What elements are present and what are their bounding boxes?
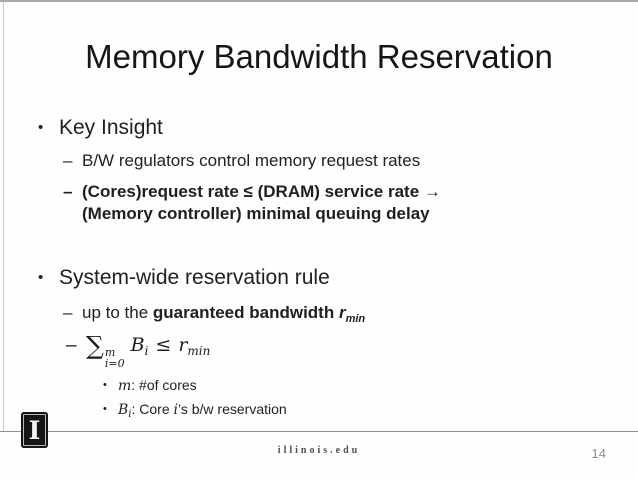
b-variable: B bbox=[118, 402, 129, 418]
bullet-icon: • bbox=[38, 269, 44, 286]
dash-icon: – bbox=[63, 151, 73, 170]
sigma-lower-limit: i=0 bbox=[104, 357, 125, 370]
regulators-text: B/W regulators control memory request ra… bbox=[82, 151, 421, 170]
bullet-regulators: – B/W regulators control memory request … bbox=[63, 150, 603, 172]
footer-divider-line bbox=[0, 431, 638, 432]
dash-icon: – bbox=[66, 335, 77, 356]
bullet-note-cores: • m: #of cores bbox=[103, 376, 603, 396]
sigma-symbol: ∑ bbox=[86, 331, 104, 360]
key-insight-heading: Key Insight bbox=[59, 116, 163, 139]
rmin-subscript: min bbox=[345, 313, 366, 325]
system-rule-heading: System-wide reservation rule bbox=[59, 266, 330, 289]
rate-rule-text: (Cores)request rate ≤ (DRAM) service rat… bbox=[82, 181, 441, 225]
rmin-variable: r bbox=[338, 303, 346, 322]
footer-site-text: illinois.edu bbox=[277, 445, 361, 456]
m-variable: m bbox=[118, 378, 132, 394]
bullet-icon: • bbox=[38, 119, 44, 136]
guaranteed-bandwidth-text: up to the guaranteed bandwidth rmin bbox=[82, 302, 366, 325]
note-reservation-text: Bi: Core i’s b/w reservation bbox=[118, 400, 287, 420]
bullet-note-reservation: • Bi: Core i’s b/w reservation bbox=[103, 400, 603, 420]
upto-prefix: up to the bbox=[82, 303, 153, 322]
term-variable: B bbox=[130, 334, 145, 356]
bullet-key-insight: • Key Insight bbox=[38, 115, 603, 141]
sigma-upper-limit: m bbox=[104, 346, 116, 359]
term-subscript: i bbox=[144, 344, 149, 358]
slide-title: Memory Bandwidth Reservation bbox=[85, 38, 553, 75]
illinois-i-icon: I bbox=[28, 415, 41, 445]
dash-icon: – bbox=[63, 303, 73, 322]
b-subscript: i bbox=[128, 409, 132, 420]
slide-left-border bbox=[3, 2, 4, 431]
bound-variable: r bbox=[178, 334, 188, 356]
bullet-system-rule: • System-wide reservation rule bbox=[38, 265, 603, 291]
dash-icon: – bbox=[63, 182, 73, 201]
rate-rule-line1: (Cores)request rate ≤ (DRAM) service rat… bbox=[82, 182, 441, 201]
bullet-icon: • bbox=[103, 379, 107, 391]
bound-subscript: min bbox=[187, 344, 211, 358]
upto-bold: guaranteed bandwidth bbox=[152, 303, 339, 322]
bound-rmin: rmin bbox=[178, 334, 211, 358]
m-description: : #of cores bbox=[131, 377, 197, 393]
note-cores-text: m: #of cores bbox=[118, 376, 197, 396]
bullet-guaranteed-bandwidth: – up to the guaranteed bandwidth rmin bbox=[63, 302, 603, 325]
rate-rule-line2: (Memory controller) minimal queuing dela… bbox=[82, 204, 430, 223]
slide-body: • Key Insight – B/W regulators control m… bbox=[38, 115, 603, 420]
slide-top-border bbox=[0, 0, 638, 2]
leq-symbol: ≤ bbox=[155, 334, 172, 356]
slide-page-number: 14 bbox=[591, 446, 606, 461]
bullet-rate-rule: – (Cores)request rate ≤ (DRAM) service r… bbox=[63, 181, 603, 225]
illinois-logo: I bbox=[21, 412, 48, 448]
i-variable: i bbox=[173, 402, 178, 418]
b-description-post: ’s b/w reservation bbox=[178, 401, 287, 417]
bullet-icon: • bbox=[103, 403, 107, 415]
b-description-pre: : Core bbox=[131, 401, 174, 417]
term-bi: Bi bbox=[130, 334, 149, 358]
